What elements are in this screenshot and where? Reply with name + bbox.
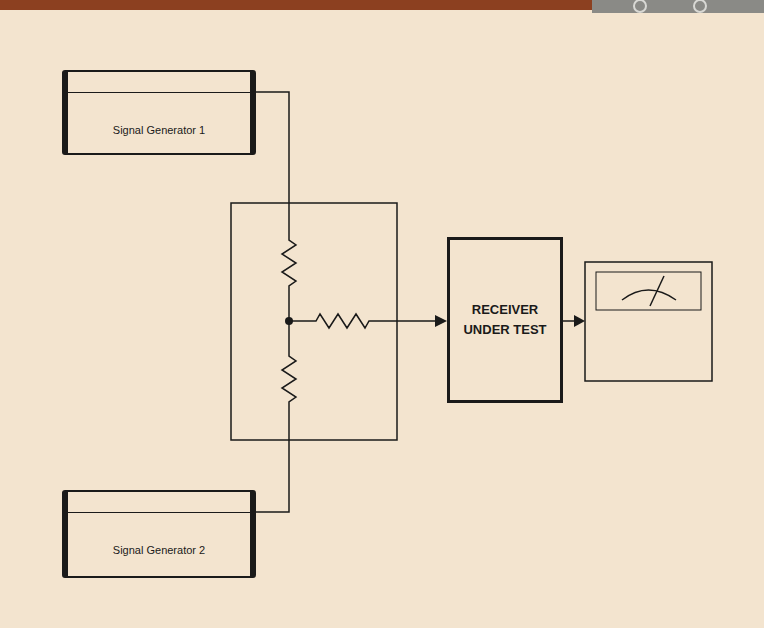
arrowhead bbox=[435, 315, 447, 327]
instrument-box: Signal Generator 1 bbox=[62, 70, 256, 155]
resistor-symbol bbox=[282, 235, 296, 321]
meter-box bbox=[585, 262, 712, 381]
receiver-box: RECEIVER UNDER TEST bbox=[447, 237, 563, 403]
instrument-box: Signal Generator 2 bbox=[62, 490, 256, 578]
resistor-symbol bbox=[282, 321, 296, 410]
wire bbox=[563, 320, 574, 322]
arrowhead bbox=[574, 315, 585, 327]
panel-strip bbox=[68, 72, 250, 93]
panel-strip bbox=[68, 492, 250, 513]
photo-detail bbox=[694, 0, 706, 12]
top-band bbox=[0, 0, 592, 10]
wire bbox=[252, 410, 289, 512]
box-label: RECEIVER UNDER TEST bbox=[463, 300, 547, 340]
photo-detail bbox=[634, 0, 646, 12]
wire bbox=[252, 92, 289, 235]
instrument-label: Signal Generator 2 bbox=[68, 544, 250, 556]
resistor-symbol bbox=[289, 314, 435, 328]
instrument-label: Signal Generator 1 bbox=[68, 124, 250, 136]
meter-scale bbox=[622, 290, 676, 300]
meter-needle bbox=[650, 276, 664, 306]
meter-window bbox=[596, 272, 701, 310]
photo-strip bbox=[592, 0, 764, 13]
